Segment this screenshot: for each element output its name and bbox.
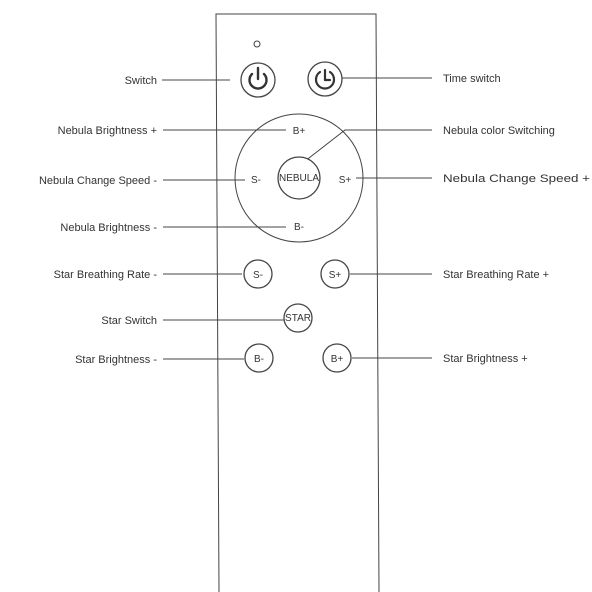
remote-body [215, 13, 380, 592]
timer-icon [314, 68, 336, 90]
nebula-speed-plus-button[interactable]: S+ [339, 175, 352, 186]
nebula-brightness-plus-button[interactable]: B+ [293, 126, 306, 137]
power-icon [248, 66, 268, 90]
switch-button[interactable] [240, 62, 276, 98]
indicator-led [253, 40, 261, 48]
star-brightness-minus-label: B- [254, 354, 264, 365]
callout-line-nebula-color [299, 129, 432, 166]
label-nebula-color-switching: Nebula color Switching [443, 125, 555, 137]
star-breathing-minus-label: S- [253, 270, 263, 281]
star-brightness-plus-label: B+ [331, 354, 344, 365]
label-star-breathing-plus: Star Breathing Rate + [443, 269, 549, 281]
star-breathing-plus-label: S+ [329, 270, 342, 281]
nebula-brightness-minus-button[interactable]: B- [294, 222, 304, 233]
label-star-switch: Star Switch [101, 315, 157, 327]
label-nebula-brightness-plus: Nebula Brightness + [58, 125, 157, 137]
star-breathing-plus-button[interactable]: S+ [320, 259, 350, 289]
label-time-switch: Time switch [443, 73, 501, 85]
label-star-brightness-minus: Star Brightness - [75, 354, 157, 366]
star-brightness-plus-button[interactable]: B+ [322, 343, 352, 373]
nebula-speed-minus-button[interactable]: S- [251, 175, 261, 186]
star-switch-label: STAR [285, 313, 311, 324]
star-switch-button[interactable]: STAR [283, 303, 313, 333]
nebula-button-label: NEBULA [279, 173, 319, 184]
nebula-ring [234, 113, 364, 243]
star-breathing-minus-button[interactable]: S- [243, 259, 273, 289]
label-nebula-speed-plus: Nebula Change Speed + [443, 173, 590, 185]
label-switch: Switch [125, 75, 157, 87]
time-switch-button[interactable] [307, 61, 343, 97]
star-brightness-minus-button[interactable]: B- [244, 343, 274, 373]
label-star-breathing-minus: Star Breathing Rate - [54, 269, 158, 281]
nebula-button[interactable]: NEBULA [277, 156, 321, 200]
label-star-brightness-plus: Star Brightness + [443, 353, 528, 365]
label-nebula-speed-minus: Nebula Change Speed - [39, 175, 157, 187]
label-nebula-brightness-minus: Nebula Brightness - [60, 222, 157, 234]
